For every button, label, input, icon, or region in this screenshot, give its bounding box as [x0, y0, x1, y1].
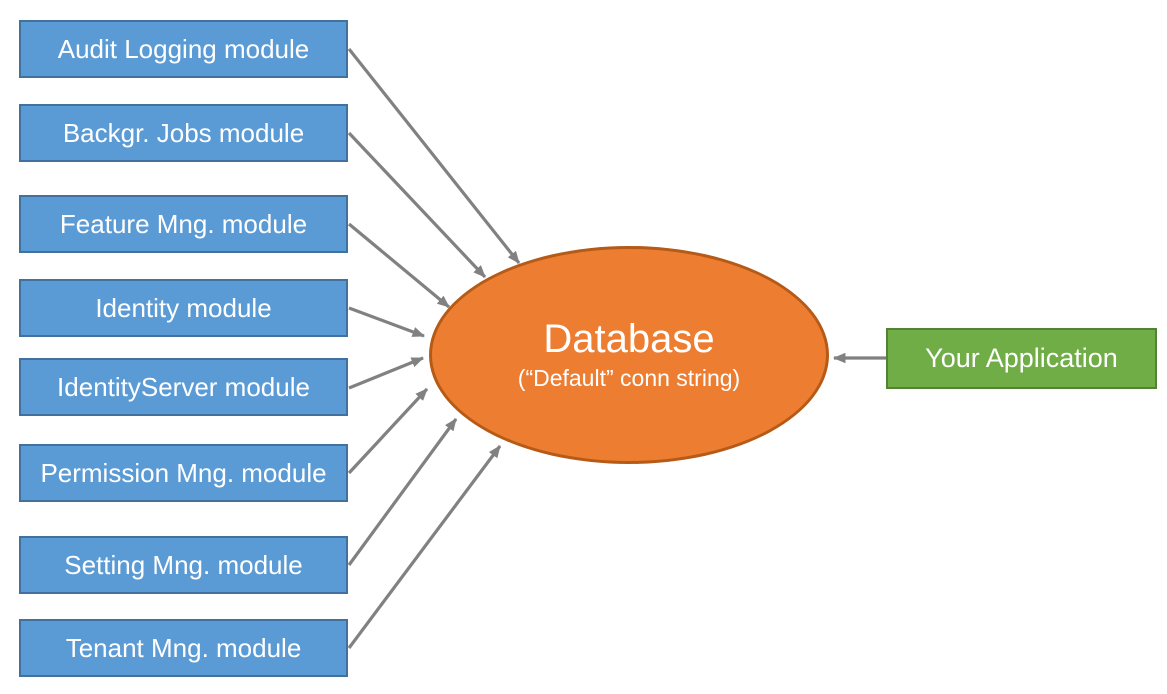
- module-label: Identity module: [95, 292, 272, 323]
- module-box-tenant-management: Tenant Mng. module: [19, 619, 348, 677]
- module-label: Tenant Mng. module: [65, 632, 302, 663]
- module-box-identity: Identity module: [19, 279, 348, 337]
- arrow-permission-management-to-database: [347, 387, 429, 475]
- module-box-audit-logging: Audit Logging module: [19, 20, 348, 78]
- database-subtitle: (“Default” conn string): [517, 364, 741, 391]
- application-box: Your Application: [886, 328, 1157, 389]
- module-label: Feature Mng. module: [59, 208, 308, 239]
- module-box-setting-management: Setting Mng. module: [19, 536, 348, 594]
- arrow-tenant-management-to-database: [347, 445, 502, 649]
- module-label: IdentityServer module: [57, 371, 310, 402]
- arrow-background-jobs-to-database: [347, 131, 487, 279]
- module-label: Setting Mng. module: [64, 549, 303, 580]
- arrow-setting-management-to-database: [347, 418, 458, 566]
- module-label: Backgr. Jobs module: [62, 117, 305, 148]
- arrow-feature-management-to-database: [347, 222, 451, 309]
- module-box-permission-management: Permission Mng. module: [19, 444, 348, 502]
- database-title: Database: [543, 316, 715, 361]
- module-box-feature-management: Feature Mng. module: [19, 195, 348, 253]
- module-box-background-jobs: Backgr. Jobs module: [19, 104, 348, 162]
- arrow-audit-logging-to-database: [347, 48, 521, 264]
- module-label: Permission Mng. module: [40, 457, 327, 488]
- arrow-identity-to-database: [348, 306, 425, 338]
- module-box-identityserver: IdentityServer module: [19, 358, 348, 416]
- arrow-identityserver-to-database: [348, 356, 424, 390]
- module-label: Audit Logging module: [57, 33, 310, 64]
- database-ellipse: Database (“Default” conn string): [429, 246, 829, 464]
- application-label: Your Application: [925, 343, 1118, 373]
